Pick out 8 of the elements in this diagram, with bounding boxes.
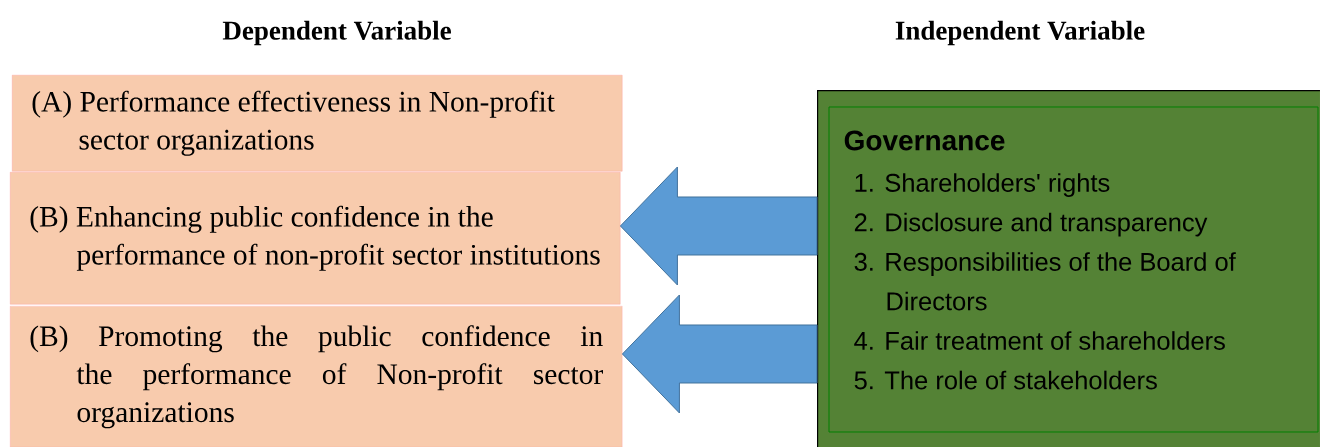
column-heading: Dependent Variable	[222, 20, 451, 46]
block-arrow	[621, 294, 818, 414]
text-box: (B) Promoting the public confidence in the performance of Non-profit sector organizations	[10, 306, 623, 447]
governance-box: Governance 1. Shareholders' rights 2. Disclosure and transparency 3. Responsibilities of the Board of Directors 4. Fair treatment of shareholders 5. The role of stakeholders	[817, 90, 1320, 447]
column-heading: Independent Variable	[895, 20, 1145, 46]
block-arrow	[619, 166, 818, 286]
text-box: (A) Performance effectiveness in Non-profit sector organizations	[12, 75, 623, 172]
text-box: (B) Enhancing public confidence in the performance of non-profit sector institutions	[10, 172, 621, 305]
